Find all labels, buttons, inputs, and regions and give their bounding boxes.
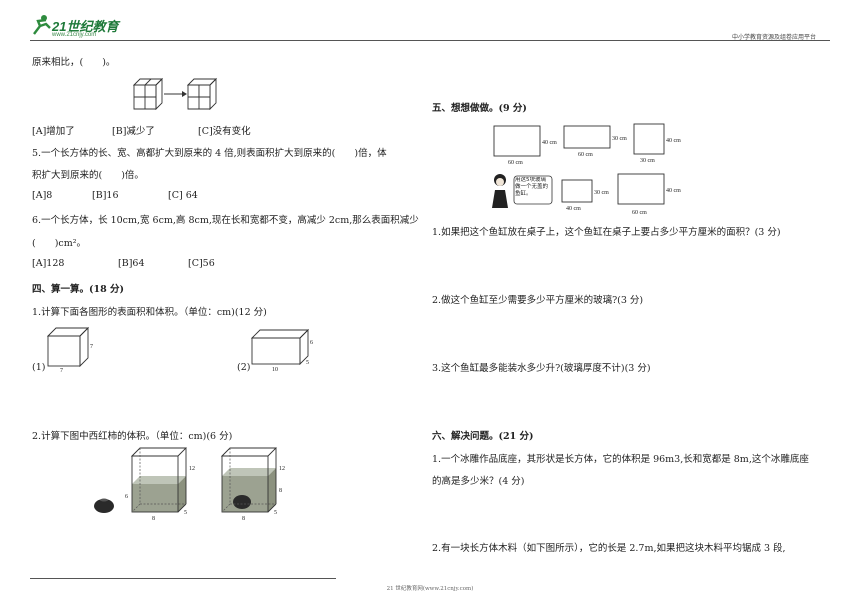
tank2-length-label: 8 [242,516,245,522]
tank2-water-label: 8 [279,488,282,494]
q6-line1: 6.一个长方体，长 10cm,宽 6cm,高 8cm,现在长和宽都不变，高减少 … [32,215,419,226]
tank1-length-label: 8 [152,516,155,522]
tank1-water-label: 6 [125,494,128,500]
cube-figure [132,77,218,111]
cuboid-height-label: 6 [310,340,313,346]
tomato-tanks-figure: 12 6 5 8 12 8 5 8 [94,447,285,522]
q6-option-a: [A]128 [32,258,65,269]
panel-3-width: 30 cm [640,158,655,164]
q5-option-c: [C] 64 [168,190,198,201]
cuboid-width-label: 5 [306,360,309,366]
panel-1-height: 40 cm [542,140,557,146]
panel-3-height: 40 cm [666,138,681,144]
s4-q1: 1.计算下面各图形的表面积和体积。（单位：cm)(12 分) [32,307,267,318]
platform-name: 中小学教育资源及组卷应用平台 [731,34,816,41]
q5-option-b: [B]16 [92,190,119,201]
q4-option-b: [B]减少了 [112,126,155,137]
tank2-height-label: 12 [279,466,285,472]
q5-option-a: [A]8 [32,190,53,201]
tomato-in-tank-icon [233,495,251,509]
speech-bubble-text: 用这5块玻璃做一个无盖的鱼缸。 [515,177,549,197]
s5-q2: 2.做这个鱼缸至少需要多少平方厘米的玻璃?(3 分) [432,295,644,306]
q6-option-b: [B]64 [118,258,145,269]
s5-q3: 3.这个鱼缸最多能装水多少升?(玻璃厚度不计)(3 分) [432,363,651,374]
panel-2-height: 30 cm [612,136,627,142]
q4-tail: 原来相比，( )。 [32,57,116,68]
speech-bubble [513,175,553,205]
panel-4-height: 30 cm [594,190,609,196]
s6-q1-line1: 1.一个冰雕作品底座，其形状是长方体，它的体积是 96m3,长和宽都是 8m,这… [432,454,809,465]
tank2-width-label: 5 [274,510,277,516]
panel-3 [633,123,665,155]
panel-4 [561,179,593,203]
q4-option-a: [A]增加了 [32,126,75,137]
cuboid-drawing: 6 5 10 [250,328,313,372]
panel-2-width: 60 cm [578,152,593,158]
q4-option-c: [C]没有变化 [198,126,251,137]
s5-q1: 1.如果把这个鱼缸放在桌子上，这个鱼缸在桌子上要占多少平方厘米的面积？(3 分) [432,227,781,238]
s4-q2: 2.计算下图中西红柿的体积。（单位：cm)(6 分) [32,431,233,442]
section5-title: 五、想想做做。(9 分) [432,103,527,114]
panel-5-width: 60 cm [632,210,647,216]
q6-line2: ( )cm²。 [32,238,87,249]
panel-1-width: 60 cm [508,160,523,166]
cube-drawing: 7 7 [46,326,93,372]
section4-title: 四、算一算。(18 分) [32,284,125,295]
tank1-height-label: 12 [189,466,195,472]
panel-5-height: 40 cm [666,188,681,194]
header-divider [30,40,830,41]
cuboid-length-label: 10 [272,367,278,372]
s6-q2: 2.有一块长方体木料（如下图所示），它的长是 2.7m,如果把这块木料平均锯成 … [432,543,786,554]
panel-1 [493,125,541,157]
panel-4-width: 40 cm [566,206,581,212]
s4-q1-label1: (1) [32,362,46,373]
q5-line1: 5.一个长方体的长、宽、高都扩大到原来的 4 倍,则表面积扩大到原来的( )倍，… [32,148,387,159]
logo-runner-icon [33,15,51,35]
person-icon [492,174,508,208]
cube-edge-label-bottom: 7 [60,368,63,372]
tank1-width-label: 5 [184,510,187,516]
logo-url: www.21cnjy.com [52,32,97,38]
panel-2 [563,125,611,149]
s6-q1-line2: 的高是多少米？(4 分) [432,476,525,487]
cube-edge-label-right: 7 [90,344,93,350]
logo-text: 21世纪教育 [52,19,119,34]
footer-text: 21 世纪教育网(www.21cnjy.com) [386,586,474,592]
footer-divider [30,578,336,579]
q6-option-c: [C]56 [188,258,215,269]
s4-q1-label2: (2) [237,362,251,373]
q5-line2: 积扩大到原来的( )倍。 [32,170,144,181]
section6-title: 六、解决问题。(21 分) [432,431,534,442]
logo: 21世纪教育 www.21cnjy.com [30,14,130,44]
panel-5 [617,173,665,205]
glass-panels-figure: 40 cm 60 cm 30 cm 60 cm 40 cm 30 cm 30 c… [492,123,681,216]
tomato-icon [94,499,114,513]
